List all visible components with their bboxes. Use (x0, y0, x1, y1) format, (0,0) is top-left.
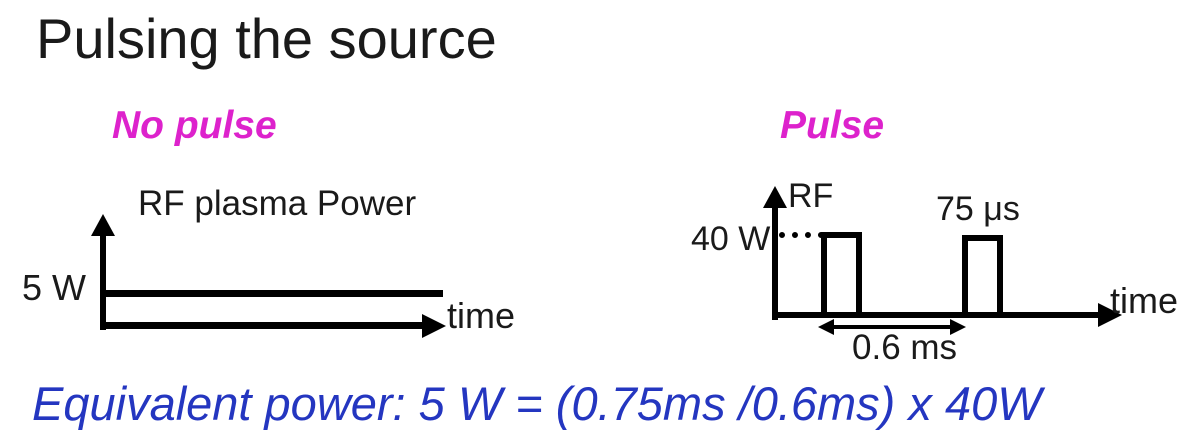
right-x-axis (772, 312, 1098, 318)
right-y-axis (772, 200, 778, 320)
period-arrow-right-icon (950, 319, 966, 335)
left-x-axis-arrow-right-icon (422, 314, 446, 338)
slide-title: Pulsing the source (36, 7, 497, 70)
left-x-axis (100, 322, 422, 329)
pulse-2 (962, 235, 1003, 318)
left-y-axis (100, 228, 106, 330)
period-arrow-left-icon (818, 319, 834, 335)
right-x-axis-arrow-right-icon (1098, 303, 1122, 327)
left-power-level-line (103, 290, 443, 297)
pulse-width-label: 75 μs (936, 190, 1020, 228)
left-time-label: time (447, 295, 516, 336)
left-y-value-label: 5 W (22, 267, 87, 308)
equivalent-power-formula: Equivalent power: 5 W = (0.75ms /0.6ms) … (32, 377, 1042, 430)
left-chart-title: RF plasma Power (138, 184, 417, 223)
period-label: 0.6 ms (852, 328, 958, 367)
period-arrow-line (834, 325, 950, 329)
right-time-label: time (1110, 280, 1179, 321)
right-panel-heading: Pulse (780, 104, 885, 147)
left-y-axis-arrow-up-icon (91, 214, 115, 236)
pulse-1 (821, 232, 862, 318)
left-panel-heading: No pulse (112, 104, 277, 147)
right-y-axis-arrow-up-icon (763, 186, 787, 208)
right-y-axis-label: RF (788, 177, 834, 215)
right-amplitude-label: 40 W (691, 220, 771, 258)
amplitude-dotted-line (779, 232, 824, 238)
